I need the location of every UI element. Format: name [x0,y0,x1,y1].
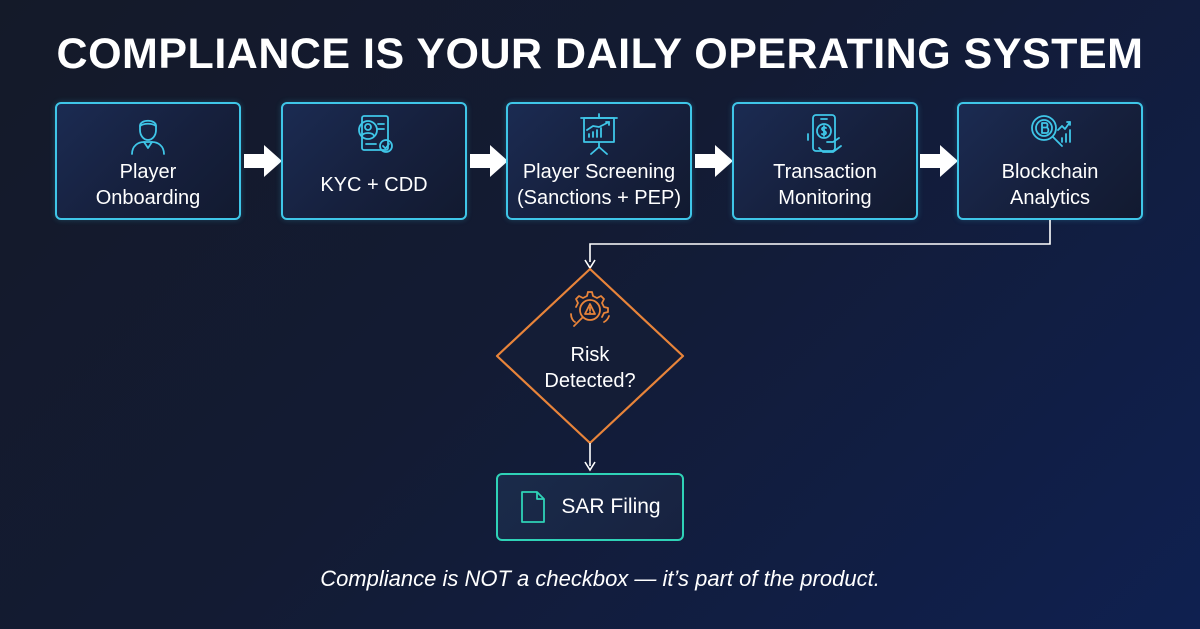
step-sar-filing: SAR Filing [496,473,684,541]
page-title: COMPLIANCE IS YOUR DAILY OPERATING SYSTE… [56,30,1144,78]
flow-arrow-icon [693,143,735,179]
step-player-onboarding: Player Onboarding [55,102,241,220]
flow-arrow-icon [242,143,284,179]
sar-label: SAR Filing [561,495,661,518]
step-kyc-cdd: KYC + CDD [281,102,467,220]
flow-arrow-icon [918,143,960,179]
decision-label-line1: Risk [570,344,610,366]
step-label-line1: Blockchain [1001,161,1099,183]
id-card-check-icon [352,112,396,156]
step-transaction-monitoring: Transaction Monitoring [732,102,918,220]
step-blockchain-analytics: Blockchain Analytics [957,102,1143,220]
document-icon [519,490,547,524]
step-label-line1: Transaction [773,161,877,183]
decision-label-line2: Detected? [544,370,636,392]
step-label-line1: Player [119,161,177,183]
step-label-line2: Onboarding [95,187,201,209]
mobile-payment-icon [803,112,847,156]
bitcoin-search-icon [1028,112,1072,156]
flow-arrow-icon [468,143,510,179]
step-label-line2: (Sanctions + PEP) [517,187,681,209]
decision-risk-detected: Risk Detected? [510,342,670,394]
player-icon [126,112,170,156]
step-label-line2: Monitoring [778,187,872,209]
footer-tagline: Compliance is NOT a checkbox — it’s part… [320,566,880,591]
step-label-line2: Analytics [1009,187,1091,209]
connector-arrowhead-icon [584,461,596,472]
presentation-chart-icon [577,112,621,156]
step-label-line1: KYC + CDD [320,174,428,196]
step-label-line1: Player Screening [522,161,676,183]
step-player-screening: Player Screening (Sanctions + PEP) [506,102,692,220]
connector-line [589,220,1051,262]
connector-arrowhead-icon [584,259,596,270]
warning-gear-search-icon [566,286,614,334]
